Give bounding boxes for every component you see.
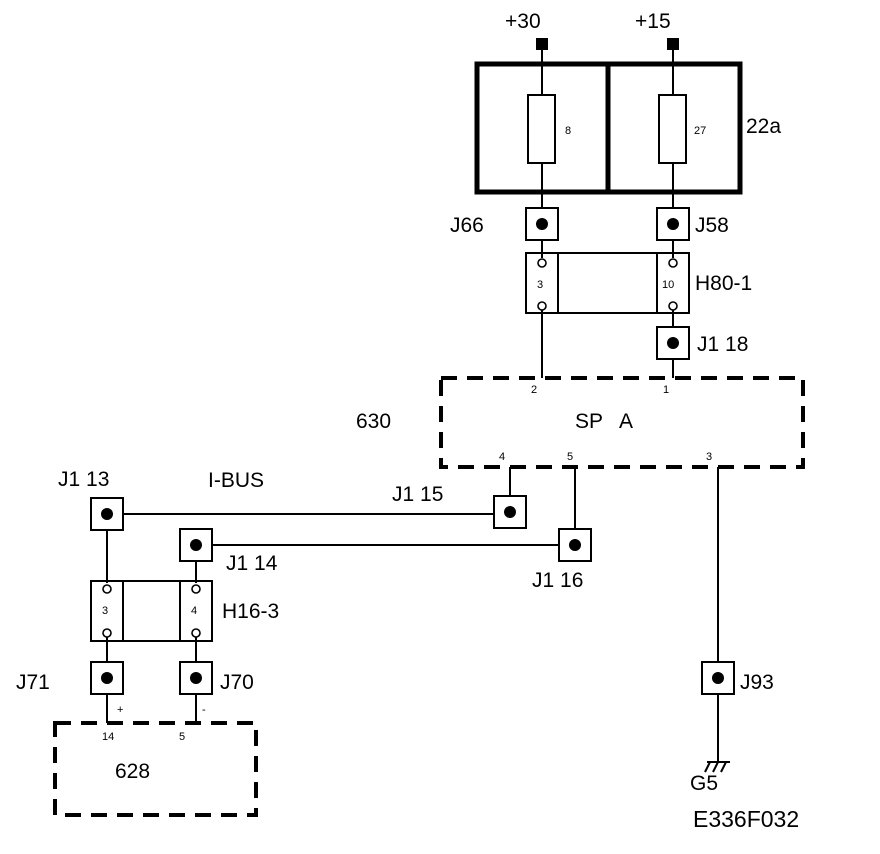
h16-pin-3: 3	[102, 605, 108, 617]
fuse-8	[527, 94, 556, 164]
terminal-30	[536, 38, 548, 50]
module-630-pin3: 3	[706, 451, 712, 463]
terminal-15-label: +15	[635, 10, 671, 33]
module-628-id: 628	[115, 760, 150, 783]
ground-symbol	[704, 761, 730, 773]
fuse-block-22a: 8 27 22a	[474, 61, 781, 195]
module-628-pin5: 5	[179, 731, 185, 743]
module-630-pin2: 2	[531, 384, 537, 396]
connector-j1-13-label: J1 13	[58, 468, 109, 491]
connector-h16-label: H16-3	[222, 600, 279, 623]
module-630-pin1: 1	[663, 384, 669, 396]
connector-h80-label: H80-1	[695, 272, 752, 295]
connector-j71-label: J71	[16, 671, 50, 694]
h80-pin-3: 3	[537, 279, 543, 291]
module-628-minus: -	[202, 704, 206, 716]
module-630-box	[439, 376, 805, 469]
h80-pin-10: 10	[662, 279, 674, 291]
connector-j1-15-label: J1 15	[392, 483, 443, 506]
module-630-id: 630	[356, 410, 391, 433]
module-630-name: SP A	[575, 410, 633, 433]
connector-j1-16-label: J1 16	[532, 569, 583, 592]
connector-j1-18-label: J1 18	[697, 333, 748, 356]
connector-h80-1: 3 10	[525, 252, 690, 314]
h16-pin-4: 4	[191, 605, 197, 617]
connector-j1-15	[493, 495, 527, 529]
connector-j58-label: J58	[695, 214, 729, 237]
connector-j70-label: J70	[220, 671, 254, 694]
fuse-27-label: 27	[694, 125, 706, 137]
connector-j1-14-label: J1 14	[226, 552, 278, 575]
terminal-30-label: +30	[505, 10, 541, 33]
connector-j93-label: J93	[740, 671, 774, 694]
terminal-15	[667, 38, 679, 50]
module-630-pin5: 5	[567, 451, 573, 463]
ground-label: G5	[690, 772, 718, 795]
ibus-label: I-BUS	[208, 469, 264, 492]
module-630-pin4: 4	[499, 451, 505, 463]
module-628-plus: +	[117, 704, 123, 716]
module-628-pin14: 14	[102, 731, 114, 743]
fuse-27	[658, 94, 687, 164]
connector-h16-3: 3 4	[90, 580, 213, 642]
fuse-8-label: 8	[565, 125, 571, 137]
diagram-code: E336F032	[693, 806, 799, 832]
connector-j66-label: J66	[450, 214, 484, 237]
fuse-block-label: 22a	[746, 115, 781, 138]
module-628-box	[53, 721, 258, 817]
